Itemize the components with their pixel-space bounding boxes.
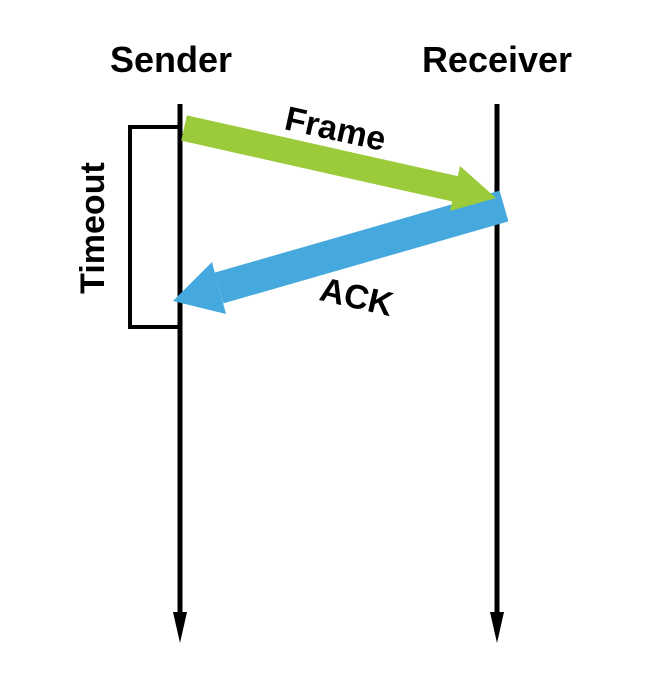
frame-arrow-head bbox=[450, 166, 496, 211]
receiver-lifeline-arrowhead bbox=[490, 612, 504, 643]
sender-lifeline-arrowhead bbox=[173, 612, 187, 643]
timeout-label: Timeout bbox=[74, 162, 112, 294]
sender-actor-label: Sender bbox=[110, 39, 232, 80]
ack-label: ACK bbox=[316, 270, 397, 324]
receiver-actor-label: Receiver bbox=[422, 39, 572, 80]
frame-arrow-body bbox=[181, 115, 459, 202]
ack-arrow-body bbox=[214, 190, 509, 304]
timeout-bracket bbox=[128, 125, 180, 329]
ack-arrow-head bbox=[173, 262, 226, 314]
